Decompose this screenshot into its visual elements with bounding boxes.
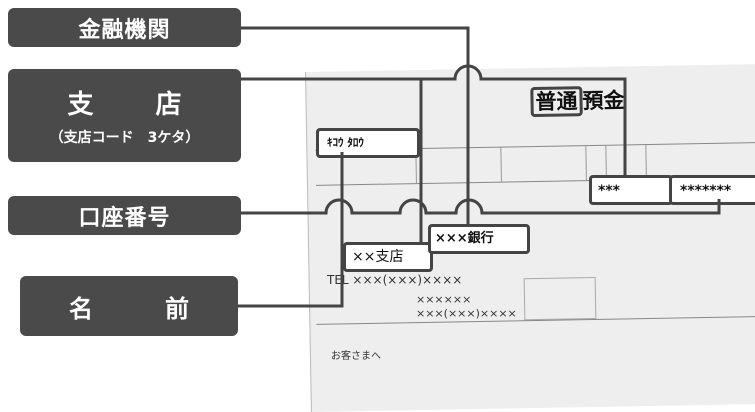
name-value-box: ｷｺｳ ﾀﾛｳ — [316, 128, 420, 158]
bank-label: 金融機関 — [8, 8, 241, 47]
name-connector — [238, 152, 344, 308]
branch-label-subtext: （支店コード 3ケタ） — [49, 130, 200, 146]
account-number-label-text: 口座番号 — [78, 205, 171, 231]
name-label: 名 前 — [20, 276, 238, 336]
branch-connector — [241, 64, 627, 175]
connector-lines — [238, 26, 721, 308]
telephone-text: TEL ×××(×××)×××× — [327, 273, 463, 287]
branch-label: 支 店 （支店コード 3ケタ） — [8, 69, 241, 162]
account-connector — [241, 198, 721, 215]
address-line-1: ×××××× — [416, 293, 472, 306]
branch-value-box: ××支店 — [343, 242, 433, 272]
address-line-2: ×××(×××)×××× — [416, 307, 517, 320]
branch-label-text: 支 店 — [67, 90, 200, 120]
account-number-label: 口座番号 — [8, 196, 241, 235]
bank-value-box: ×××銀行 — [428, 224, 530, 254]
account-number-value-box: ******* — [669, 175, 755, 205]
bank-connector — [241, 26, 470, 224]
bank-label-text: 金融機関 — [78, 17, 171, 43]
branch-code-value-box: *** — [589, 175, 673, 205]
customer-notice-heading: お客さまへ — [331, 351, 381, 362]
name-label-text: 名 前 — [69, 294, 213, 323]
